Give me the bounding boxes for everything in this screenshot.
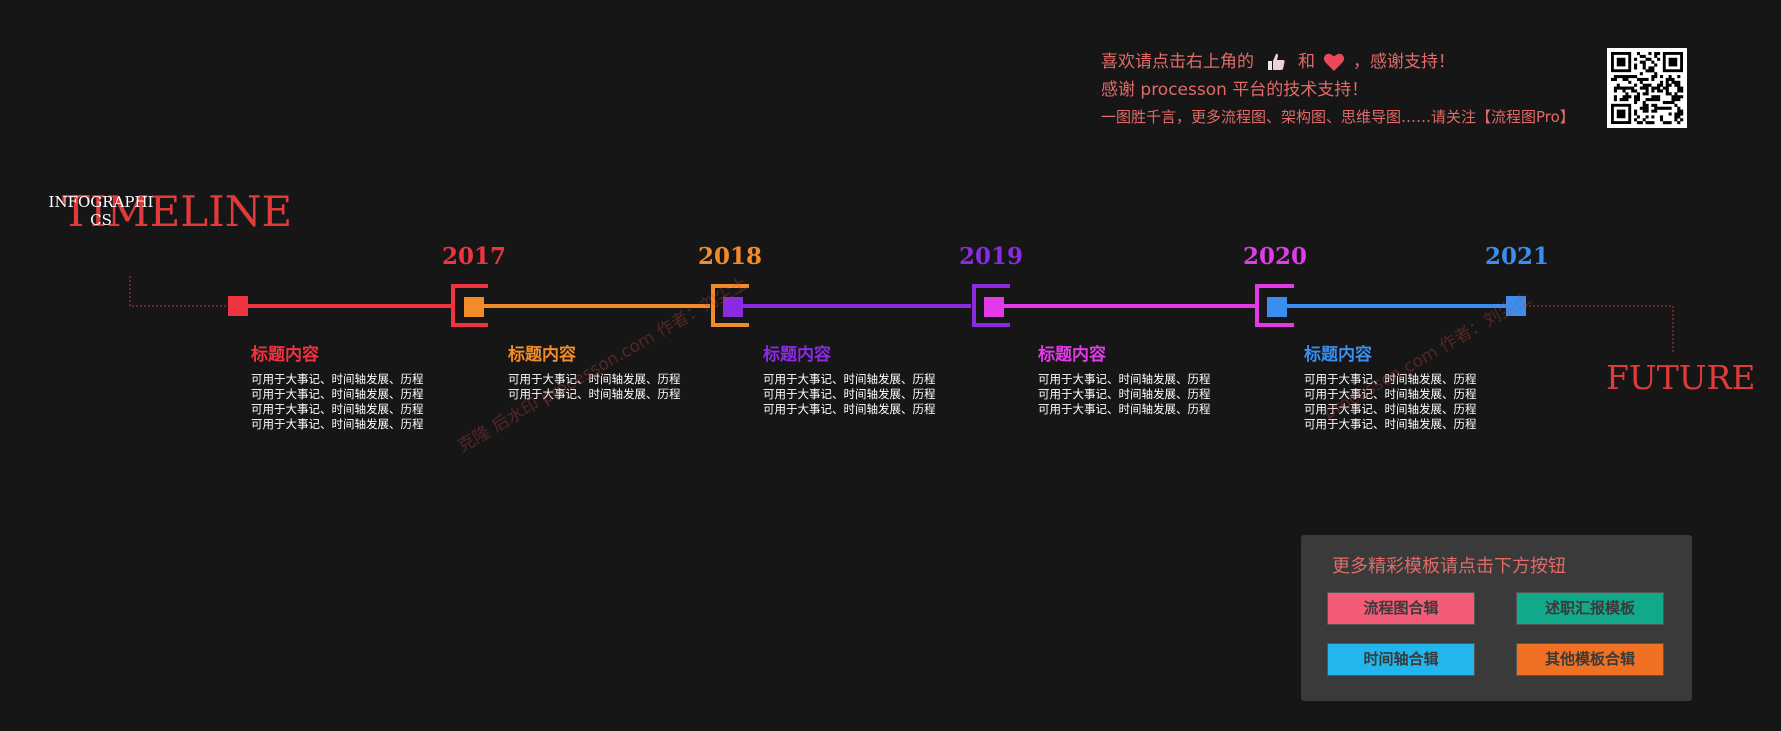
node-2017 bbox=[451, 284, 488, 327]
event-description: 可用于大事记、时间轴发展、历程 可用于大事记、时间轴发展、历程 可用于大事记、时… bbox=[1304, 372, 1477, 432]
event-block-4: 标题内容 可用于大事记、时间轴发展、历程 可用于大事记、时间轴发展、历程 可用于… bbox=[1038, 344, 1211, 417]
heart-icon[interactable] bbox=[1323, 52, 1345, 72]
event-description: 可用于大事记、时间轴发展、历程 可用于大事记、时间轴发展、历程 可用于大事记、时… bbox=[763, 372, 936, 417]
thumbs-up-icon[interactable] bbox=[1266, 52, 1286, 72]
node-2019 bbox=[972, 284, 1010, 327]
event-block-3: 标题内容 可用于大事记、时间轴发展、历程 可用于大事记、时间轴发展、历程 可用于… bbox=[763, 344, 936, 417]
event-block-1: 标题内容 可用于大事记、时间轴发展、历程 可用于大事记、时间轴发展、历程 可用于… bbox=[251, 344, 424, 432]
event-line: 可用于大事记、时间轴发展、历程 bbox=[508, 387, 681, 401]
notice-text-b: 和 bbox=[1298, 52, 1315, 72]
year-2018-label: 2018 bbox=[697, 243, 763, 270]
infographics-subtitle: INFOGRAPHICS bbox=[48, 193, 154, 229]
notice-line-2: 感谢 processon 平台的技术支持！ bbox=[1101, 80, 1369, 100]
event-line: 可用于大事记、时间轴发展、历程 bbox=[251, 402, 424, 416]
event-line: 可用于大事记、时间轴发展、历程 bbox=[1038, 372, 1211, 386]
flowchart-collection-button[interactable]: 流程图合辑 bbox=[1327, 592, 1475, 625]
event-block-5: 标题内容 可用于大事记、时间轴发展、历程 可用于大事记、时间轴发展、历程 可用于… bbox=[1304, 344, 1477, 432]
event-line: 可用于大事记、时间轴发展、历程 bbox=[251, 387, 424, 401]
end-node bbox=[1506, 296, 1526, 316]
templates-panel: 更多精彩模板请点击下方按钮 流程图合辑 述职汇报模板 时间轴合辑 其他模板合辑 bbox=[1301, 535, 1692, 701]
event-line: 可用于大事记、时间轴发展、历程 bbox=[1304, 402, 1477, 416]
event-description: 可用于大事记、时间轴发展、历程 可用于大事记、时间轴发展、历程 bbox=[508, 372, 681, 402]
report-template-button[interactable]: 述职汇报模板 bbox=[1516, 592, 1664, 625]
node-2018 bbox=[711, 284, 749, 327]
event-line: 可用于大事记、时间轴发展、历程 bbox=[1304, 372, 1477, 386]
panel-title: 更多精彩模板请点击下方按钮 bbox=[1332, 556, 1566, 577]
event-block-2: 标题内容 可用于大事记、时间轴发展、历程 可用于大事记、时间轴发展、历程 bbox=[508, 344, 681, 402]
event-line: 可用于大事记、时间轴发展、历程 bbox=[1038, 387, 1211, 401]
event-title: 标题内容 bbox=[763, 345, 831, 365]
event-line: 可用于大事记、时间轴发展、历程 bbox=[1304, 417, 1477, 431]
event-title: 标题内容 bbox=[508, 345, 576, 365]
event-title: 标题内容 bbox=[251, 345, 319, 365]
event-description: 可用于大事记、时间轴发展、历程 可用于大事记、时间轴发展、历程 可用于大事记、时… bbox=[251, 372, 424, 432]
end-connector bbox=[1525, 305, 1674, 352]
other-templates-button[interactable]: 其他模板合辑 bbox=[1516, 643, 1664, 676]
year-2019-label: 2019 bbox=[958, 243, 1024, 270]
event-line: 可用于大事记、时间轴发展、历程 bbox=[763, 402, 936, 416]
timeline-title: TIMELINE bbox=[62, 187, 293, 236]
qr-code[interactable] bbox=[1607, 48, 1687, 128]
event-line: 可用于大事记、时间轴发展、历程 bbox=[1038, 402, 1211, 416]
future-label: FUTURE bbox=[1606, 358, 1756, 397]
event-line: 可用于大事记、时间轴发展、历程 bbox=[1304, 387, 1477, 401]
node-2020 bbox=[1255, 284, 1294, 327]
notice-text-c: ，感谢支持！ bbox=[1353, 52, 1455, 72]
notice-line-3: 一图胜千言，更多流程图、架构图、思维导图……请关注【流程图Pro】 bbox=[1101, 108, 1575, 126]
notice-text-a: 喜欢请点击右上角的 bbox=[1101, 52, 1254, 72]
event-line: 可用于大事记、时间轴发展、历程 bbox=[508, 372, 681, 386]
event-description: 可用于大事记、时间轴发展、历程 可用于大事记、时间轴发展、历程 可用于大事记、时… bbox=[1038, 372, 1211, 417]
event-line: 可用于大事记、时间轴发展、历程 bbox=[763, 387, 936, 401]
event-line: 可用于大事记、时间轴发展、历程 bbox=[763, 372, 936, 386]
event-line: 可用于大事记、时间轴发展、历程 bbox=[251, 372, 424, 386]
timeline-collection-button[interactable]: 时间轴合辑 bbox=[1327, 643, 1475, 676]
year-2020-label: 2020 bbox=[1242, 243, 1308, 270]
start-node bbox=[228, 296, 248, 316]
year-2017-label: 2017 bbox=[441, 243, 507, 270]
notice-line-1: 喜欢请点击右上角的 和 ，感谢支持！ bbox=[1101, 48, 1575, 76]
event-title: 标题内容 bbox=[1038, 345, 1106, 365]
event-line: 可用于大事记、时间轴发展、历程 bbox=[251, 417, 424, 431]
qr-code-image bbox=[1611, 52, 1684, 125]
support-notice: 喜欢请点击右上角的 和 ，感谢支持！ 感谢 processon 平台的技术支持！… bbox=[1101, 48, 1575, 130]
start-connector bbox=[129, 276, 230, 307]
event-title: 标题内容 bbox=[1304, 345, 1372, 365]
year-2021-label: 2021 bbox=[1484, 243, 1550, 270]
